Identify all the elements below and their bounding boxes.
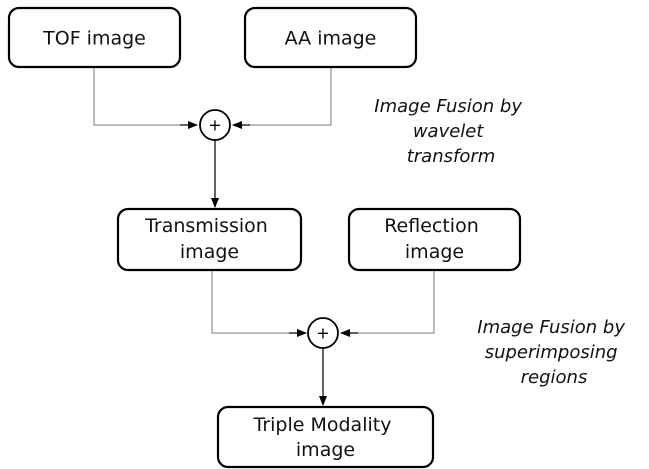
node-tof-image-label: TOF image (42, 28, 146, 50)
annotation-superimposing-line1: Image Fusion by (477, 317, 625, 338)
reflection-to-sum2-connector (358, 270, 435, 334)
svg-text:TOF image: TOF image (42, 28, 146, 50)
aa-to-sum1-connector (250, 67, 332, 126)
node-triple-modality-image-line1: Triple Modality (253, 414, 392, 436)
annotation-wavelet-fusion: Image Fusion by wavelet transform (374, 96, 527, 167)
node-reflection-image-line2: image (405, 241, 464, 263)
svg-text:Transmission image: Transmission image (144, 215, 274, 263)
svg-text:Image Fusion by superimp: Image Fusion by superimposing regions (477, 317, 630, 388)
node-reflection-image: Reflection image (347, 207, 522, 272)
sum-junction-1-symbol: + (208, 116, 221, 135)
annotation-wavelet-line1: Image Fusion by (374, 96, 522, 117)
transmission-to-sum2-connector (211, 270, 289, 334)
svg-text:Image Fusion by wavelet: Image Fusion by wavelet transform (374, 96, 527, 167)
node-triple-modality-image: Triple Modality image (216, 405, 435, 469)
svg-text:Reflection image: Reflection image (384, 215, 485, 263)
sum-junction-2: + (307, 317, 339, 349)
node-transmission-image-line1: Transmission (144, 215, 268, 237)
tof-to-sum1-connector (93, 67, 180, 126)
node-tof-image: TOF image (7, 6, 182, 69)
annotation-superimposing-line3: regions (521, 367, 588, 388)
node-triple-modality-image-line2: image (296, 439, 355, 461)
node-transmission-image-line2: image (180, 241, 239, 263)
annotation-wavelet-line3: transform (407, 146, 496, 167)
svg-text:AA image: AA image (285, 28, 377, 50)
sum-junction-1: + (199, 109, 231, 141)
sum-junction-2-symbol: + (316, 324, 329, 343)
node-aa-image: AA image (243, 6, 418, 69)
svg-text:Triple Modality image: Triple Modality image (253, 414, 398, 461)
node-aa-image-label: AA image (285, 28, 377, 50)
node-transmission-image: Transmission image (116, 207, 303, 272)
node-reflection-image-line1: Reflection (384, 215, 479, 237)
annotation-superimposing-fusion: Image Fusion by superimposing regions (477, 317, 630, 388)
annotation-wavelet-line2: wavelet (413, 121, 485, 142)
annotation-superimposing-line2: superimposing (485, 342, 618, 363)
